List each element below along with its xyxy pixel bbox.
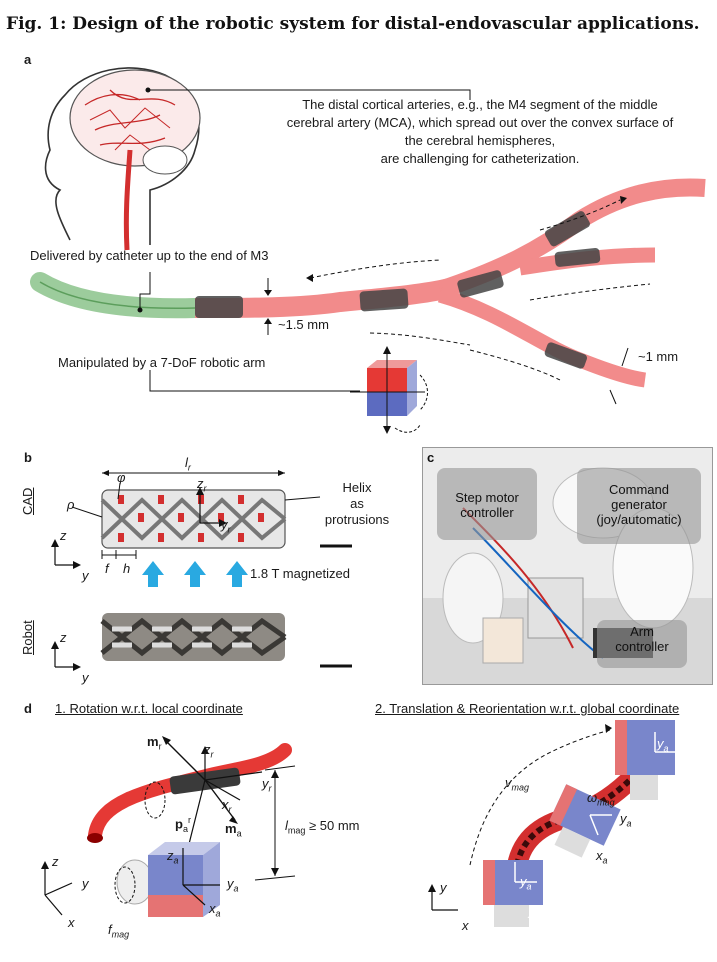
lr-label: lr — [185, 455, 191, 473]
pa-label: par — [175, 815, 191, 834]
d-xr-label: xr — [222, 797, 232, 815]
desc-line-2: cerebral artery (MCA), which spread out … — [286, 115, 674, 130]
subpanel-1-title: 1. Rotation w.r.t. local coordinate — [55, 701, 243, 716]
magnet-d1 — [116, 842, 220, 917]
magnet-cube — [367, 360, 417, 416]
panel-d-illustration — [41, 720, 677, 927]
arm-line-1: Arm — [630, 624, 654, 639]
cad-stent — [100, 489, 287, 549]
robot-axis-z: z — [60, 630, 67, 645]
stent-4 — [544, 211, 590, 247]
desc-line-1: The distal cortical arteries, e.g., the … — [302, 97, 658, 112]
step-motor-line-1: Step motor — [455, 490, 519, 505]
panel-d-label: d — [24, 701, 32, 716]
stent-2 — [359, 288, 409, 312]
yr-label: yr — [221, 517, 231, 535]
robot-label: Robot — [20, 620, 35, 655]
command-generator-box: Command generator (joy/automatic) — [577, 468, 701, 544]
d2-axis-y: y — [440, 880, 447, 895]
command-line-2: generator — [611, 497, 667, 512]
diameter-main: ~1.5 mm — [278, 317, 329, 332]
rho-label: ρ — [67, 497, 75, 512]
helix-line-2: as — [350, 496, 364, 511]
cad-axis-z: z — [60, 528, 67, 543]
ma-label: ma — [225, 821, 242, 839]
subpanel-2-title: 2. Translation & Reorientation w.r.t. gl… — [375, 701, 680, 716]
cad-axis-y: y — [82, 568, 89, 583]
stent-1 — [195, 296, 243, 318]
panel-b-illustration — [51, 470, 352, 671]
d2-mid-ya: ya — [620, 811, 632, 829]
d2-top-ya: ya — [657, 736, 669, 754]
d2-bot-xa: xa — [528, 906, 540, 924]
d-ya-label: ya — [227, 876, 239, 894]
system-photo: Step motor controller Command generator … — [422, 447, 713, 685]
d-zr-label: zr — [204, 742, 214, 760]
command-line-1: Command — [609, 482, 669, 497]
head-silhouette — [44, 67, 200, 245]
helix-line-3: protrusions — [324, 512, 390, 527]
manipulated-label: Manipulated by a 7-DoF robotic arm — [58, 355, 266, 370]
phi-label: φ — [117, 470, 126, 485]
magnet-d2-middle — [549, 784, 621, 858]
d-yr-label: yr — [262, 776, 272, 794]
arm-line-2: controller — [615, 639, 669, 654]
d2-mid-xa: xa — [596, 848, 608, 866]
f-label: f — [105, 561, 109, 576]
stent-6 — [544, 342, 588, 369]
stent-5 — [554, 248, 601, 267]
vessel-lower — [437, 287, 647, 388]
h-label: h — [123, 561, 131, 576]
d-xa-label: xa — [209, 901, 221, 919]
vessel-upper — [437, 178, 706, 299]
d2-axis-x: x — [462, 918, 469, 933]
d2-top-xa: xa — [680, 765, 692, 783]
zr-label: zr — [197, 476, 207, 494]
figure-title: Fig. 1: Design of the robotic system for… — [6, 14, 700, 34]
d2-bot-ya: ya — [520, 874, 532, 892]
step-motor-box: Step motor controller — [437, 468, 537, 540]
mr-label: mr — [147, 734, 162, 752]
helix-line-1: Helix — [342, 480, 372, 495]
stent-3 — [457, 270, 504, 298]
cerebellum — [142, 145, 188, 175]
robot-axis-y: y — [82, 670, 89, 685]
d-za-label: za — [167, 848, 179, 866]
magnetization-arrows — [142, 561, 248, 587]
delivered-label: Delivered by catheter up to the end of M… — [30, 248, 269, 263]
step-motor-line-2: controller — [460, 505, 514, 520]
d1-axis-y: y — [82, 876, 89, 891]
lmag-label: lmag ≥ 50 mm — [285, 818, 360, 836]
panel-a-illustration — [30, 67, 706, 434]
vmag-label: vmag — [505, 775, 530, 793]
desc-line-3: the cerebral hemispheres, — [404, 133, 556, 148]
cad-label: CAD — [20, 487, 35, 515]
robot-stent — [100, 613, 287, 661]
omag-label: ωmag — [587, 790, 615, 808]
d1-axis-z: z — [52, 854, 59, 869]
fmag-label: fmag — [108, 922, 130, 940]
panel-a-label: a — [24, 52, 32, 67]
diameter-branch: ~1 mm — [638, 349, 679, 364]
panel-b-label: b — [24, 450, 32, 465]
arm-controller-box: Arm controller — [597, 620, 687, 668]
command-line-3: (joy/automatic) — [596, 512, 682, 527]
magnet-d2-top — [615, 720, 675, 800]
desc-line-4: are challenging for catheterization. — [380, 151, 580, 166]
panel-c-label: c — [427, 450, 435, 465]
magnetized-label: 1.8 T magnetized — [250, 566, 350, 581]
carotid-artery — [123, 149, 133, 251]
d1-axis-x: x — [68, 915, 75, 930]
